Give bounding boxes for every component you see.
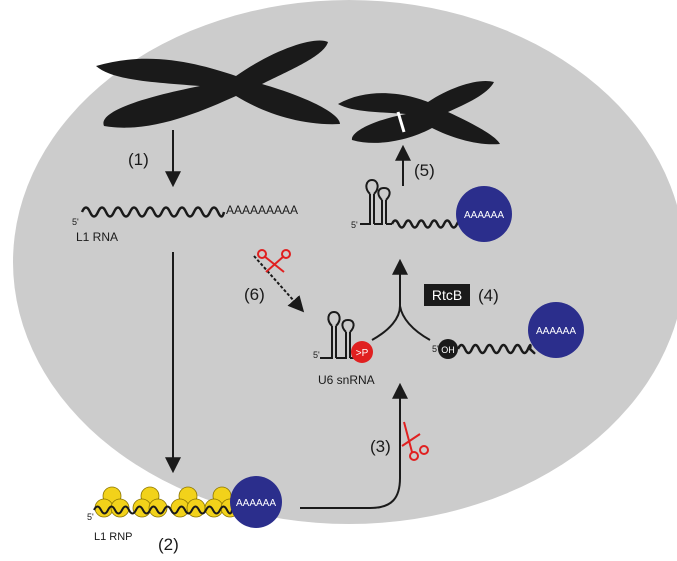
scissors-icon bbox=[401, 421, 429, 461]
l1-rna-label: L1 RNA bbox=[76, 230, 118, 244]
arrow-step-6-dashed bbox=[253, 255, 305, 313]
step-6-label: (6) bbox=[244, 285, 265, 304]
rtcb-label: RtcB bbox=[432, 287, 462, 303]
l1-rna: 5' AAAAAAAAA L1 RNA bbox=[72, 203, 298, 244]
cyclic-phosphate-circle bbox=[351, 341, 373, 363]
chimera-polya-label: AAAAAA bbox=[464, 210, 504, 221]
rnp-polya-label: AAAAAA bbox=[236, 498, 276, 509]
chimera-polya-circle bbox=[456, 186, 512, 242]
step-2-label: (2) bbox=[158, 535, 179, 554]
arrow-step-3 bbox=[300, 382, 408, 509]
l1-3prime-fragment: 5' OH AAAAAA bbox=[432, 302, 584, 359]
u6-label: U6 snRNA bbox=[318, 373, 375, 387]
step-3-label: (3) bbox=[370, 437, 391, 456]
l1-rna-polya: AAAAAAAAA bbox=[226, 203, 298, 217]
fragment-5prime: 5' bbox=[432, 344, 439, 354]
chimera-hairpin-icon bbox=[360, 178, 392, 225]
scissors-icon-6 bbox=[257, 249, 291, 273]
cyclic-phosphate-label: >P bbox=[356, 348, 369, 359]
u6-hairpin-icon bbox=[320, 310, 356, 359]
u6-5prime: 5' bbox=[313, 350, 320, 360]
broken-chromosome-icon bbox=[338, 80, 500, 145]
hydroxyl-label: OH bbox=[441, 345, 455, 355]
l1-rnp-label: L1 RNP bbox=[94, 531, 133, 543]
rnp-polya-circle bbox=[230, 476, 282, 528]
hydroxyl-circle bbox=[438, 339, 458, 359]
u6-snrna: 5' >P U6 snRNA bbox=[313, 310, 375, 387]
ligation-right-branch bbox=[399, 305, 431, 341]
fragment-polya-circle bbox=[528, 302, 584, 358]
step-1-label: (1) bbox=[128, 150, 149, 169]
rtcb-box bbox=[424, 284, 470, 306]
u6-l1-chimera: 5' AAAAAA bbox=[351, 178, 512, 242]
step-5-label: (5) bbox=[414, 161, 435, 180]
cell-body bbox=[13, 0, 677, 524]
l1-rnp: 5' AAAAAA L1 RNP (2) bbox=[87, 476, 282, 554]
step-4-label: (4) bbox=[478, 286, 499, 305]
fragment-polya-label: AAAAAA bbox=[536, 326, 576, 337]
l1-rnp-5prime: 5' bbox=[87, 512, 94, 522]
chimera-5prime: 5' bbox=[351, 220, 358, 230]
chromosome-icon bbox=[96, 40, 340, 128]
l1-rna-5prime: 5' bbox=[72, 217, 79, 227]
